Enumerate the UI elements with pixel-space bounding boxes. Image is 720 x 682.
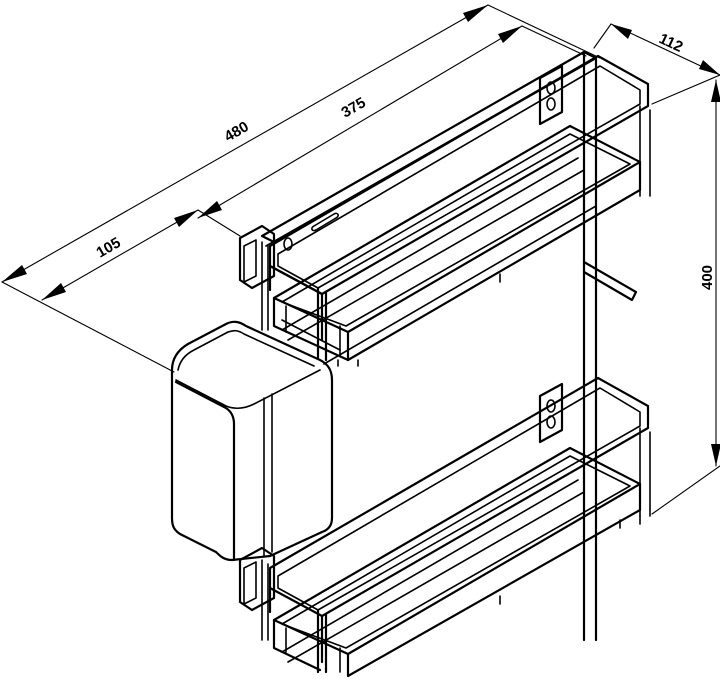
dimension-105: 105	[41, 209, 199, 301]
upper-basket	[268, 54, 651, 367]
dimension-375: 375	[197, 25, 587, 219]
dimension-480-label: 480	[222, 118, 252, 145]
dimension-375-label: 375	[339, 94, 369, 121]
side-bin	[170, 320, 334, 562]
dimension-105-label: 105	[94, 234, 124, 261]
lower-basket	[268, 376, 651, 678]
dimension-400: 400	[699, 79, 720, 467]
dimension-112-label: 112	[656, 30, 685, 56]
dimension-400-label: 400	[699, 265, 716, 290]
dimension-112: 112	[610, 23, 720, 76]
extension-lines	[1, 23, 720, 515]
